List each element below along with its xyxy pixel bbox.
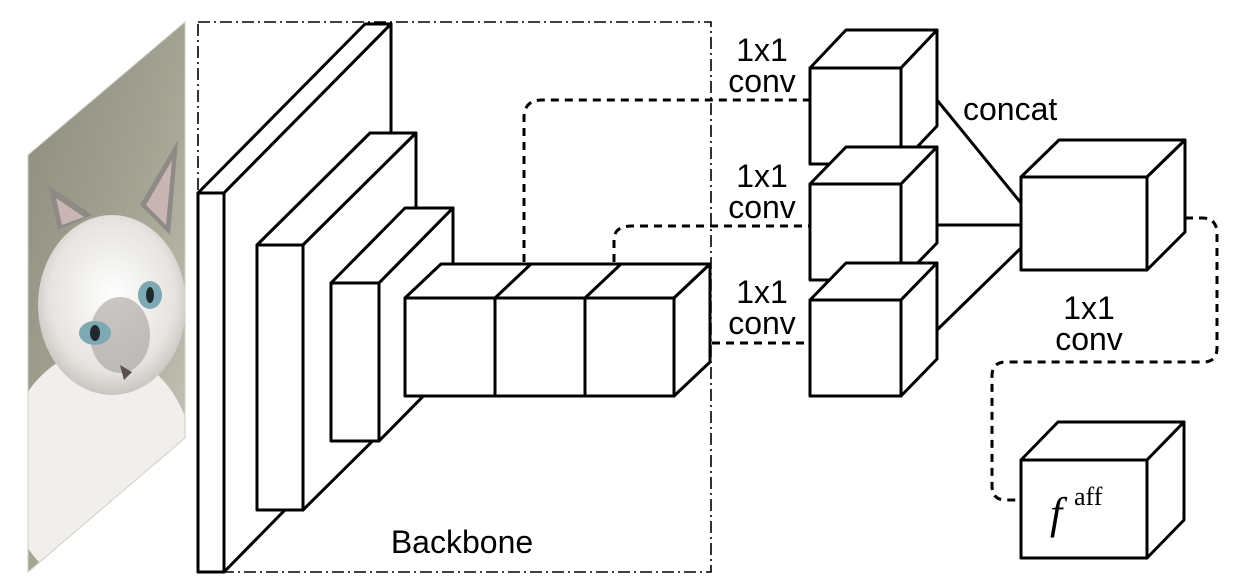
final-connection [990, 216, 1219, 502]
conv-mid-label-line2: conv [728, 189, 796, 225]
conv-cube-bot [808, 261, 939, 398]
conv-final-label-line1: 1x1 [1063, 290, 1115, 326]
skip-connection-mid [612, 224, 810, 262]
conv-final-label-line2: conv [1055, 321, 1123, 357]
conv-bot-label-line2: conv [728, 305, 796, 341]
skip-connection-top [522, 98, 810, 262]
backbone-label: Backbone [391, 524, 533, 560]
cat-photo-icon [28, 22, 185, 572]
conv-mid-label-line1: 1x1 [736, 158, 788, 194]
fused-feature-cube [1019, 138, 1187, 272]
conv-cube-mid [808, 145, 939, 282]
backbone-stage-4 [403, 262, 712, 398]
input-image [27, 20, 186, 574]
conv-top-label-line2: conv [728, 63, 796, 99]
output-superscript: aff [1074, 482, 1103, 511]
conv-top-label-line1: 1x1 [736, 32, 788, 68]
conv-cube-top [808, 28, 939, 166]
conv-bot-label-line1: 1x1 [736, 274, 788, 310]
concat-lines [935, 99, 1023, 332]
concat-label: concat [963, 91, 1057, 127]
affinity-output-cube [1019, 420, 1186, 560]
